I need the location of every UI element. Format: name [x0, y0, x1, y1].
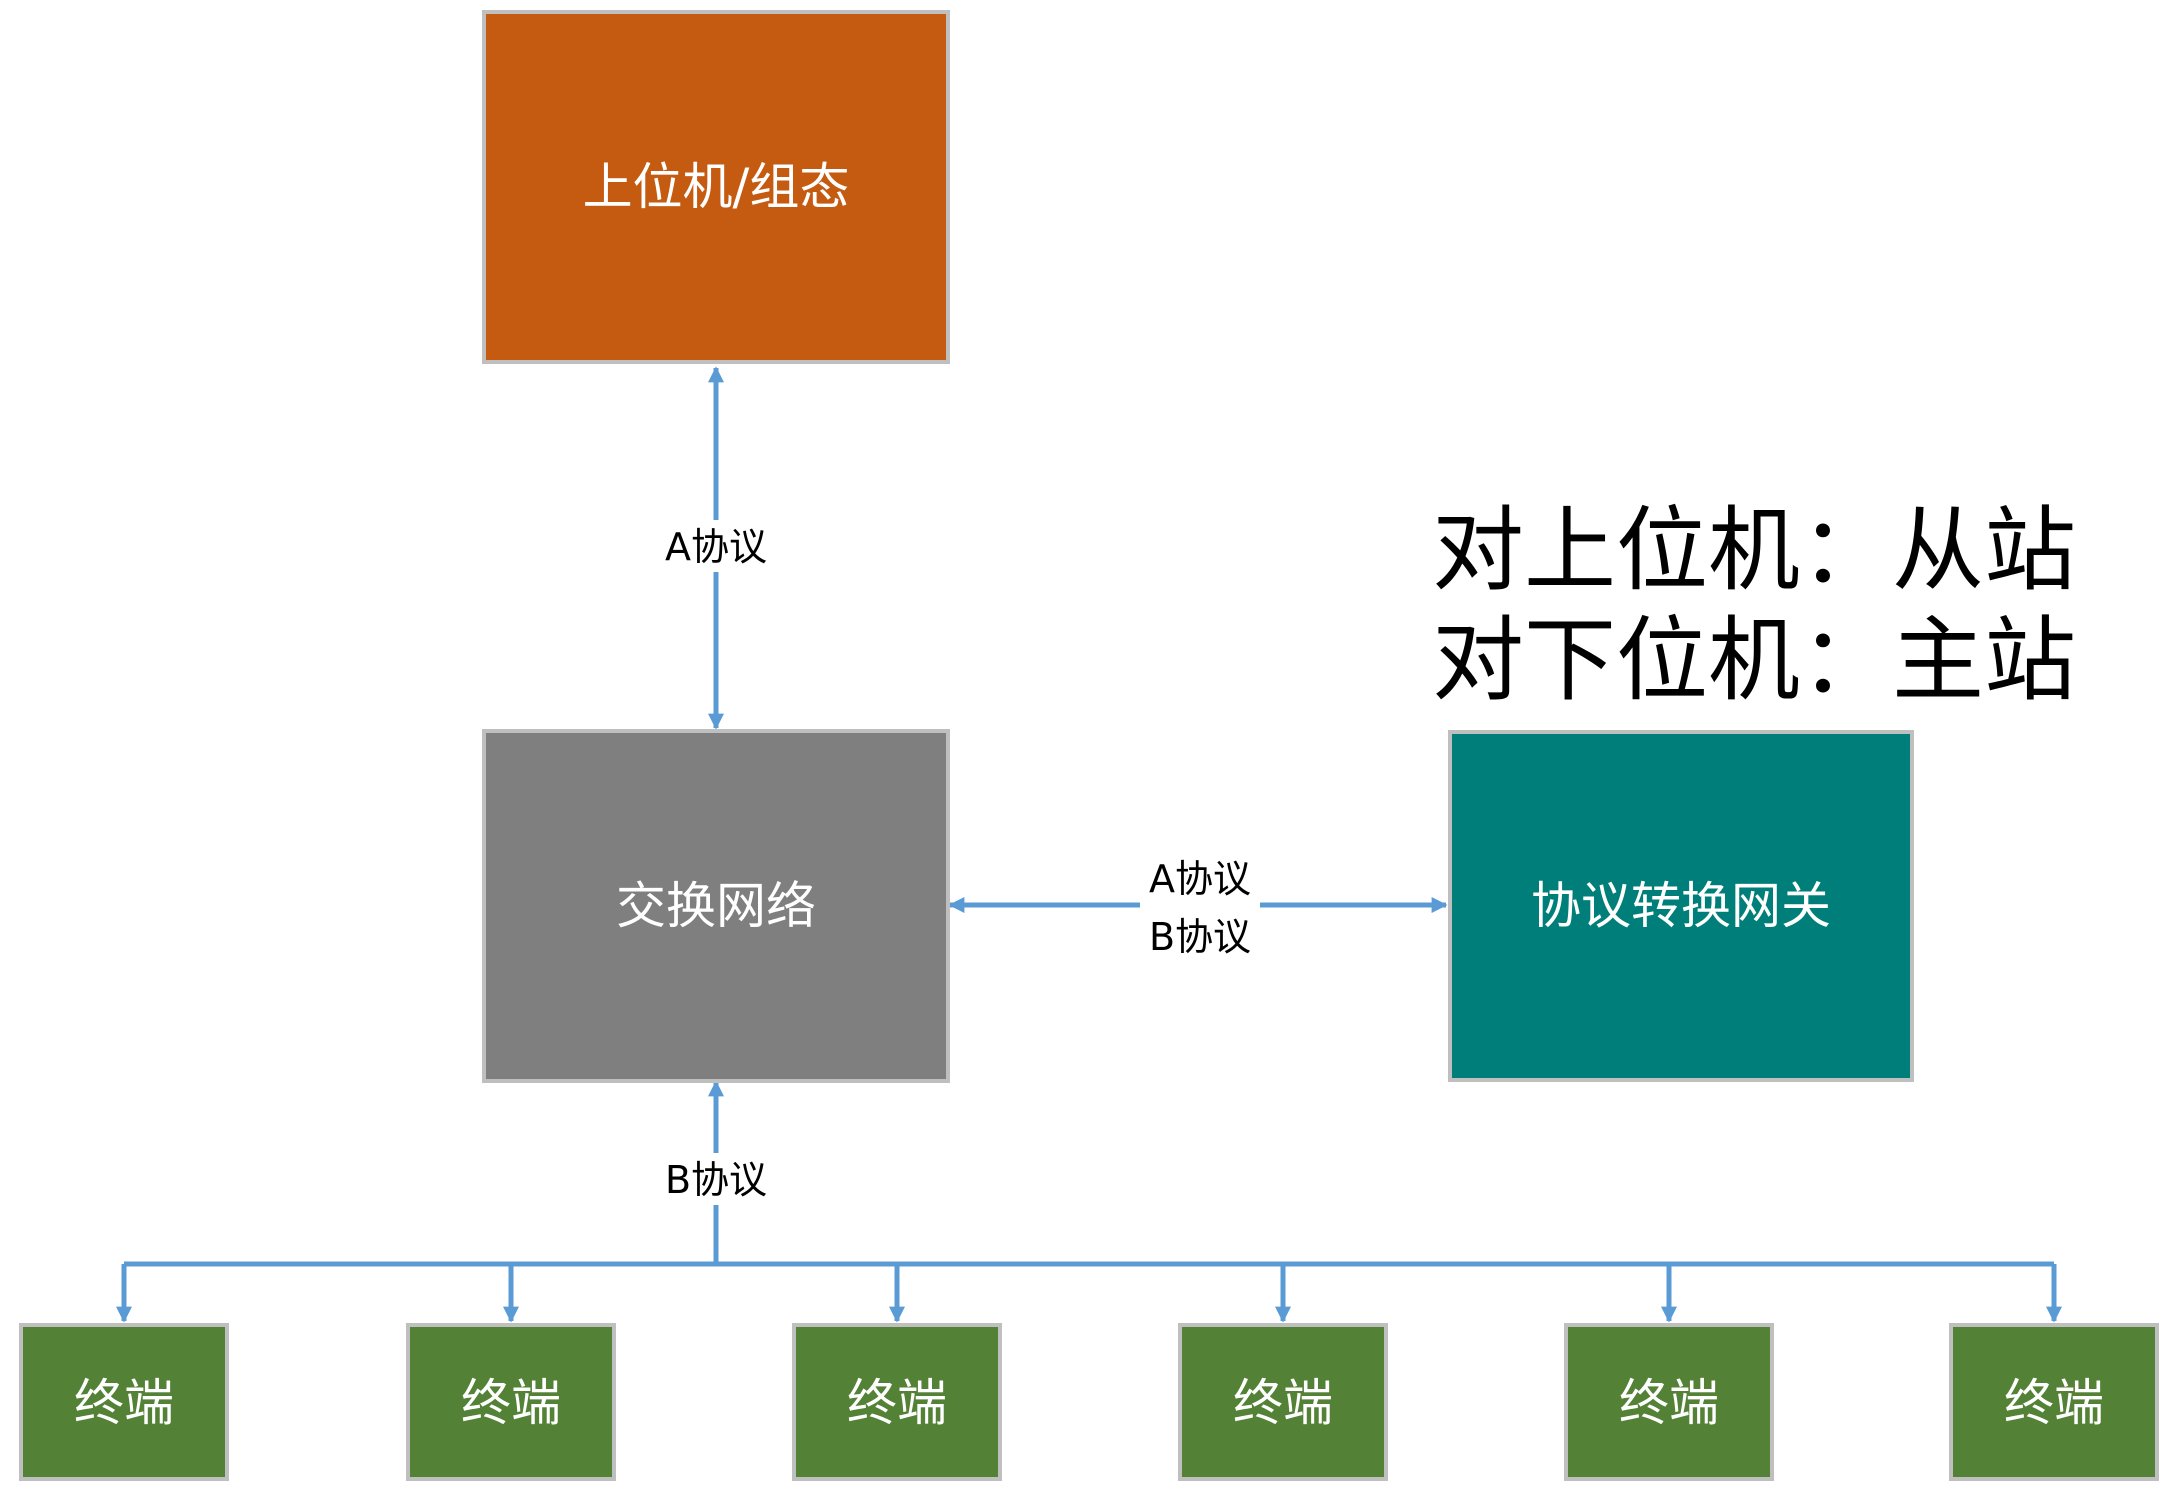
terminal-node: 终端: [19, 1323, 229, 1481]
terminal-node: 终端: [406, 1323, 616, 1481]
terminal-node: 终端: [1564, 1323, 1774, 1481]
connectors: [115, 366, 2063, 1323]
terminal-drops: [115, 1264, 2063, 1323]
edge-labels: A协议 A协议 B协议 B协议: [654, 520, 1260, 1205]
terminal-box: [1178, 1323, 1388, 1481]
host-label: 上位机/组态: [583, 158, 850, 216]
switch-gateway-protocol-b-label: B协议: [1149, 915, 1251, 959]
terminal-node: 终端: [792, 1323, 1002, 1481]
switch-node: 交换网络: [482, 729, 950, 1083]
terminal-node: 终端: [1178, 1323, 1388, 1481]
terminal-box: [406, 1323, 616, 1481]
terminal-box: [1949, 1323, 2159, 1481]
gateway-label: 协议转换网关: [1531, 877, 1831, 935]
gateway-box: [1448, 730, 1914, 1082]
host-node: 上位机/组态: [482, 10, 950, 364]
terminal-label: 终端: [1619, 1374, 1719, 1432]
terminal-nodes: 终端 终端 终端 终端 终端 终端: [19, 1323, 2159, 1481]
host-box: [482, 10, 950, 364]
terminal-node: 终端: [1949, 1323, 2159, 1481]
terminal-label: 终端: [2004, 1374, 2104, 1432]
switch-label: 交换网络: [616, 877, 816, 935]
terminal-box: [19, 1323, 229, 1481]
role-note-line-2: 对下位机：主站: [1432, 607, 2076, 714]
host-switch-protocol-label: A协议: [665, 525, 767, 569]
terminal-protocol-label: B协议: [665, 1158, 767, 1202]
terminal-label: 终端: [1233, 1374, 1333, 1432]
terminal-box: [1564, 1323, 1774, 1481]
gateway-node: 协议转换网关: [1448, 730, 1914, 1082]
terminal-label: 终端: [461, 1374, 561, 1432]
terminal-label: 终端: [847, 1374, 947, 1432]
role-note: 对上位机：从站 对下位机：主站: [1432, 497, 2076, 714]
terminal-label: 终端: [74, 1374, 174, 1432]
terminal-box: [792, 1323, 1002, 1481]
switch-gateway-protocol-a-label: A协议: [1149, 857, 1251, 901]
role-note-line-1: 对上位机：从站: [1432, 497, 2076, 604]
switch-box: [482, 729, 950, 1083]
